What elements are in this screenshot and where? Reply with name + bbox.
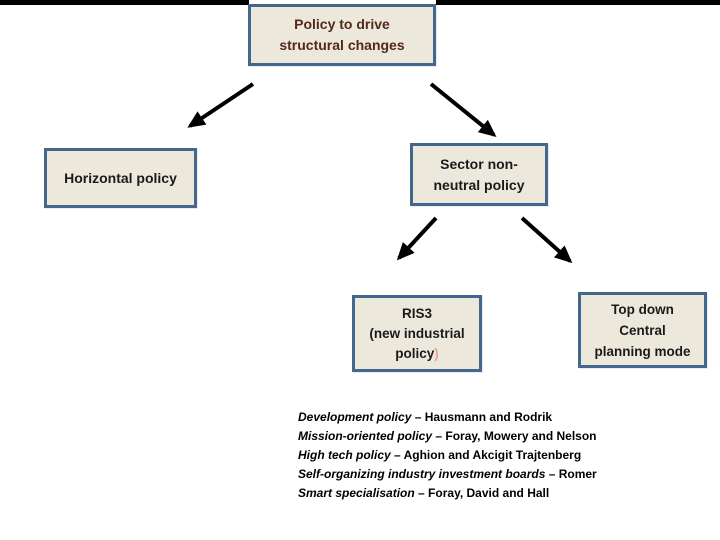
references-list: Development policy – Hausmann and Rodrik…	[298, 408, 628, 503]
reference-authors: – Foray, David and Hall	[414, 486, 550, 500]
node-topdown-line2: Central	[619, 322, 666, 338]
reference-authors: – Hausmann and Rodrik	[411, 410, 553, 424]
node-sector-line1: Sector non-	[440, 155, 518, 172]
top-black-bar-right	[436, 0, 720, 5]
reference-line: Mission-oriented policy – Foray, Mowery …	[298, 427, 628, 446]
node-ris3-closing-paren: )	[434, 345, 439, 361]
arrow-root-to-horizontal	[187, 82, 255, 128]
node-sector-line2: neutral policy	[433, 176, 525, 193]
reference-authors: – Foray, Mowery and Nelson	[432, 429, 597, 443]
node-horizontal-policy: Horizontal policy	[44, 148, 197, 208]
node-horizontal-label: Horizontal policy	[64, 170, 177, 186]
node-topdown-line1: Top down	[611, 301, 674, 317]
arrow-root-to-sector	[429, 82, 497, 138]
arrow-sector-to-topdown	[520, 216, 573, 264]
node-root-line1: Policy to drive	[294, 16, 390, 32]
node-sector-non-neutral-policy: Sector non- neutral policy	[410, 143, 548, 206]
node-topdown-line3: planning mode	[594, 343, 691, 359]
reference-policy-name: High tech policy	[298, 448, 391, 462]
reference-line: Self-organizing industry investment boar…	[298, 465, 628, 484]
reference-policy-name: Development policy	[298, 410, 412, 424]
reference-line: High tech policy – Aghion and Akcigit Tr…	[298, 446, 628, 465]
reference-authors: – Romer	[545, 467, 597, 481]
top-black-bar-left	[0, 0, 249, 5]
node-top-down-central-planning: Top down Central planning mode	[578, 292, 707, 368]
node-root-line2: structural changes	[279, 37, 405, 53]
node-ris3-line2: (new industrial	[369, 325, 465, 341]
reference-line: Development policy – Hausmann and Rodrik	[298, 408, 628, 427]
reference-line: Smart specialisation – Foray, David and …	[298, 484, 628, 503]
node-ris3-line1: RIS3	[401, 305, 432, 321]
node-ris3-line3: policy)	[395, 344, 439, 364]
reference-policy-name: Self-organizing industry investment boar…	[298, 467, 546, 481]
arrow-sector-to-ris3	[396, 216, 438, 261]
reference-policy-name: Smart specialisation	[298, 486, 415, 500]
reference-authors: – Aghion and Akcigit Trajtenberg	[390, 448, 582, 462]
node-ris3-line3-main: policy	[395, 345, 435, 361]
node-ris3-new-industrial-policy: RIS3 (new industrial policy)	[352, 295, 482, 372]
node-policy-structural-changes: Policy to drive structural changes	[248, 4, 436, 66]
reference-policy-name: Mission-oriented policy	[298, 429, 433, 443]
